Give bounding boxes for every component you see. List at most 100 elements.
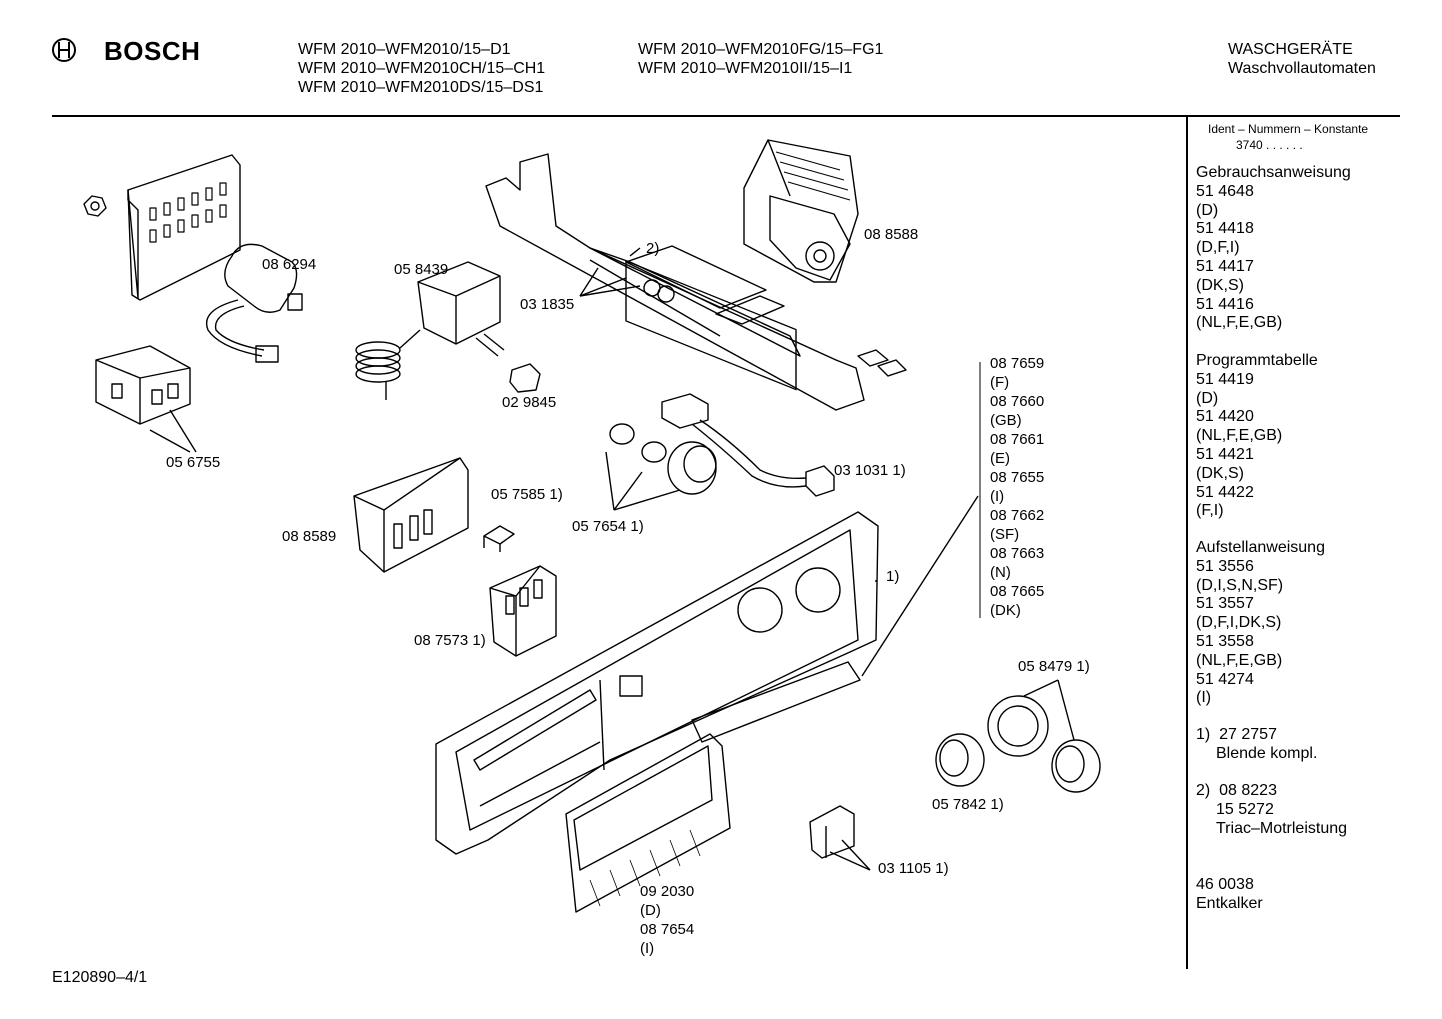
section-line: 51 4422 xyxy=(1196,483,1254,501)
part-label-057654: 05 7654 1) xyxy=(572,518,644,535)
list-item: (F) xyxy=(990,374,1010,391)
section-line: 51 4419 xyxy=(1196,370,1254,388)
part-label-088589: 08 8589 xyxy=(282,528,337,545)
extra-line: 46 0038 xyxy=(1196,876,1254,893)
knob-drawing xyxy=(935,679,1101,793)
list-item: 09 2030 xyxy=(640,883,695,900)
list-item: 08 7661 xyxy=(990,431,1045,448)
control-board-drawing xyxy=(485,153,907,411)
model-line: WFM 2010–WFM2010DS/15–DS1 xyxy=(298,79,544,96)
section-line: (D,F,I,DK,S) xyxy=(1196,614,1282,632)
part-label-031105: 03 1105 1) xyxy=(878,860,949,877)
switch-drawing xyxy=(355,261,505,400)
filter-drawing xyxy=(95,345,197,453)
display-board-drawing xyxy=(353,457,469,573)
cable-connector-drawing xyxy=(661,393,835,497)
sidebar-section-program: Programmtabelle 51 4419 (D) 51 4420 (NL,… xyxy=(1196,352,1318,521)
section-line: (NL,F,E,GB) xyxy=(1196,314,1283,332)
sidebar-divider xyxy=(1186,117,1188,969)
note-line: 08 8223 xyxy=(1219,782,1277,799)
category-subtitle: Waschvollautomaten xyxy=(1228,60,1376,77)
sidebar-section-install: Aufstellanweisung 51 3556 (D,I,S,N,SF) 5… xyxy=(1196,539,1325,708)
section-line: 51 4418 xyxy=(1196,220,1254,238)
part-label-057585: 05 7585 1) xyxy=(491,486,563,503)
section-line: (NL,F,E,GB) xyxy=(1196,427,1283,445)
list-item: (E) xyxy=(990,450,1010,467)
model-line: WFM 2010–WFM2010II/15–I1 xyxy=(638,60,853,77)
display-window-drawing xyxy=(691,661,861,743)
section-line: 51 4274 xyxy=(1196,670,1254,688)
part-label-031835: 03 1835 xyxy=(520,296,575,313)
list-item: (GB) xyxy=(990,412,1022,429)
note-marker: 2) xyxy=(1196,782,1211,799)
part-label-058479: 05 8479 1) xyxy=(1018,658,1090,675)
part-label-087573: 08 7573 1) xyxy=(414,632,486,649)
section-line: (D) xyxy=(1196,201,1219,219)
section-line: 51 4416 xyxy=(1196,295,1254,313)
model-list-1: WFM 2010–WFM2010/15–D1 WFM 2010–WFM2010C… xyxy=(298,40,545,97)
list-item: (N) xyxy=(990,564,1011,581)
leader-lines xyxy=(861,362,981,677)
ident-title: Ident – Nummern – Konstante xyxy=(1208,122,1369,136)
part-label-029845: 02 9845 xyxy=(502,394,557,411)
sidebar-section-manual: Gebrauchsanweisung 51 4648 (D) 51 4418 (… xyxy=(1196,164,1351,333)
note-line: Blende kompl. xyxy=(1216,744,1318,762)
switch-block-drawing xyxy=(489,565,557,657)
part-label-note2: 2) xyxy=(646,240,660,257)
list-item: (SF) xyxy=(990,526,1020,543)
note-line: Triac–Motrleistung xyxy=(1216,819,1348,837)
knob-ring-drawing xyxy=(605,423,717,511)
list-item: (DK) xyxy=(990,602,1021,619)
sidebar-note-1: 1) 27 2757 Blende kompl. xyxy=(1196,726,1317,764)
clip-drawing xyxy=(483,525,515,552)
list-item: 08 7654 xyxy=(640,921,695,938)
model-line: WFM 2010–WFM2010FG/15–FG1 xyxy=(638,41,884,58)
bosch-armature-icon xyxy=(52,38,76,62)
model-line: WFM 2010–WFM2010CH/15–CH1 xyxy=(298,60,546,77)
list-item: (I) xyxy=(990,488,1005,505)
section-line: 51 4420 xyxy=(1196,408,1254,426)
note-line: 15 5272 xyxy=(1216,800,1274,818)
section-line: 51 3556 xyxy=(1196,557,1254,575)
part-label-058439: 05 8439 xyxy=(394,261,449,278)
section-line: (DK,S) xyxy=(1196,464,1244,482)
sidebar-note-2: 2) 08 8223 15 5272 Triac–Motrleistung xyxy=(1196,782,1347,838)
section-title: Aufstellanweisung xyxy=(1196,539,1325,556)
extra-line: Entkalker xyxy=(1196,894,1263,912)
section-line: (I) xyxy=(1196,689,1212,707)
list-item: 08 7662 xyxy=(990,507,1045,524)
part-label-057842: 05 7842 1) xyxy=(932,796,1004,813)
connector-drawing xyxy=(509,363,541,393)
part-label-088588: 08 8588 xyxy=(864,226,919,243)
section-line: 51 4648 xyxy=(1196,182,1254,200)
model-list-2: WFM 2010–WFM2010FG/15–FG1 WFM 2010–WFM20… xyxy=(638,40,883,78)
fascia-panel-drawing xyxy=(435,511,879,855)
section-line: 51 4421 xyxy=(1196,445,1254,463)
brand-name: BOSCH xyxy=(104,36,201,66)
category-title: WASCHGERÄTE xyxy=(1228,41,1353,58)
list-item: 08 7655 xyxy=(990,469,1045,486)
part-label-056755: 05 6755 xyxy=(166,454,221,471)
section-line: 51 3558 xyxy=(1196,632,1254,650)
list-item: (D) xyxy=(640,902,661,919)
section-line: (D,I,S,N,SF) xyxy=(1196,576,1284,594)
drawer-part-list: 09 2030 (D) 08 7654 (I) xyxy=(640,882,694,958)
capacitor-drawing xyxy=(206,243,303,363)
nut-icon xyxy=(83,195,107,217)
section-line: (F,I) xyxy=(1196,502,1224,520)
drawer-front-drawing xyxy=(565,733,731,913)
section-line: 51 3557 xyxy=(1196,595,1254,613)
list-item: (I) xyxy=(640,940,655,957)
section-line: (NL,F,E,GB) xyxy=(1196,651,1283,669)
bracket-plate-drawing xyxy=(127,154,241,301)
sidebar-extra: 46 0038 Entkalker xyxy=(1196,876,1263,914)
section-line: 51 4417 xyxy=(1196,257,1254,275)
model-line: WFM 2010–WFM2010/15–D1 xyxy=(298,41,511,58)
list-item: 08 7659 xyxy=(990,355,1045,372)
ident-value: 3740 . . . . . . xyxy=(1236,138,1303,152)
section-line: (D) xyxy=(1196,389,1219,407)
programmer-drawing xyxy=(743,139,859,283)
part-label-031031: 03 1031 1) xyxy=(834,462,906,479)
section-line: (D,F,I) xyxy=(1196,239,1240,257)
display-part-list: 08 7659 (F) 08 7660 (GB) 08 7661 (E) 08 … xyxy=(990,354,1044,620)
